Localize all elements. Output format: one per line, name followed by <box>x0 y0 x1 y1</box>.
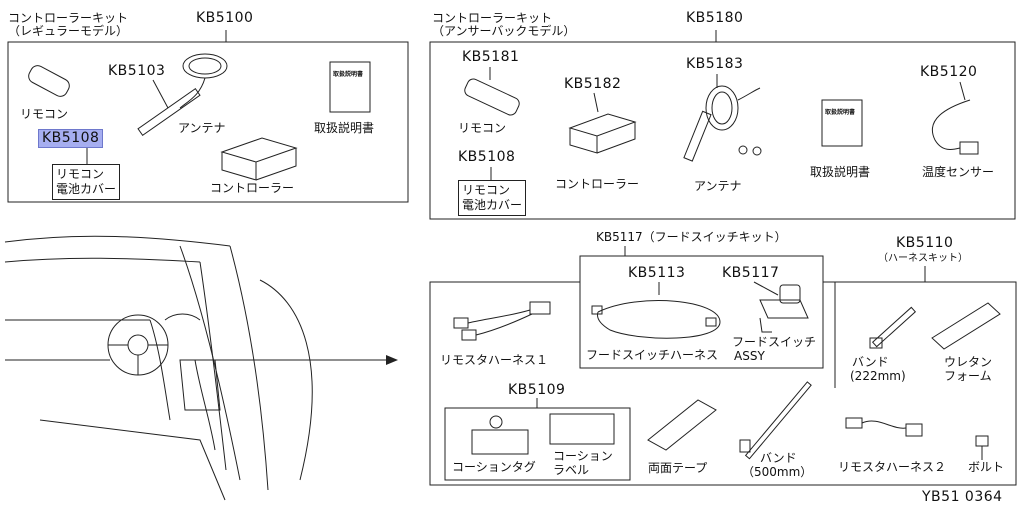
harness-kit-part-no: KB5110 <box>896 235 954 251</box>
label-band-500-2: （500mm） <box>742 465 813 479</box>
answerback-kit-part-no: KB5180 <box>686 10 744 26</box>
hood-harness-wire-icon <box>597 300 721 339</box>
regular-kit-title: コントローラーキット <box>8 11 129 25</box>
label-manual-a: 取扱説明書 <box>314 121 375 135</box>
temp-sensor-cable-icon <box>932 99 971 151</box>
label-rs-harness-1: リモスタハーネス１ <box>440 353 549 367</box>
pointer-arrow-head <box>386 355 398 365</box>
label-controller-a: コントローラー <box>210 181 295 195</box>
label-cover-a: リモコン 電池カバー <box>52 164 121 200</box>
controller-b-icon <box>568 113 637 137</box>
hood-switch-icon <box>779 284 801 304</box>
label-double-tape: 両面テープ <box>648 461 708 475</box>
regular-kit-part-no: KB5100 <box>196 10 254 26</box>
regular-kit-subtitle: （レギュラーモデル） <box>8 24 129 38</box>
harness-2-connector-icon <box>845 417 863 429</box>
part-no-kb5117: KB5117 <box>722 265 780 281</box>
remote-b-icon <box>464 78 520 116</box>
label-rs-harness-2: リモスタハーネス２ <box>838 460 947 474</box>
harness-kit-frame <box>429 281 1017 486</box>
label-antenna-a: アンテナ <box>178 121 226 135</box>
caution-label-icon <box>549 413 615 445</box>
car-interior-illustration <box>4 235 313 501</box>
harness-2-wire-icon <box>861 420 907 429</box>
label-bolt: ボルト <box>968 460 1005 474</box>
label-caution-tag: コーションタグ <box>452 460 536 474</box>
label-antenna-b: アンテナ <box>694 179 742 193</box>
label-remocon-a: リモコン <box>20 107 69 121</box>
label-hood-assy-2: ASSY <box>734 349 765 363</box>
label-hood-assy-1: フードスイッチ <box>732 335 817 349</box>
regular-kit-frame <box>7 41 409 203</box>
label-cover-b: リモコン 電池カバー <box>458 180 527 216</box>
caution-part-no: KB5109 <box>508 382 566 398</box>
label-urethane-1: ウレタン <box>944 355 993 369</box>
answerback-kit-frame <box>429 41 1016 220</box>
hood-switch-kit-frame <box>579 255 824 369</box>
part-no-kb5108: KB5108 <box>458 149 516 165</box>
part-no-kb5120: KB5120 <box>920 64 978 80</box>
part-no-kb5113: KB5113 <box>628 265 686 281</box>
manual-b-booklet-icon <box>821 99 863 147</box>
harness-1-connector-icon <box>529 301 551 315</box>
band-222-icon <box>871 306 917 348</box>
label-band-500-1: バンド <box>760 451 797 465</box>
hood-switch-kit-title: KB5117（フードスイッチキット） <box>596 230 787 244</box>
answerback-kit-subtitle: （アンサーバックモデル） <box>432 24 576 38</box>
harness-1-wire-icon <box>467 309 531 324</box>
caution-tag-icon <box>471 429 529 455</box>
part-no-kb5103: KB5103 <box>108 63 166 79</box>
clip-icon <box>738 145 748 155</box>
manual-booklet-icon <box>329 61 371 113</box>
controller-unit-icon <box>220 137 298 163</box>
double-tape-icon <box>647 399 717 451</box>
label-urethane-2: フォーム <box>944 369 992 383</box>
antenna-b-rod-icon <box>683 110 712 162</box>
label-hood-harness: フードスイッチハーネス <box>586 348 719 362</box>
label-band-222-1: バンド <box>852 355 889 369</box>
manual-booklet-caption: 取扱説明書 <box>333 71 364 78</box>
antenna-b-coil-icon <box>705 85 739 131</box>
remote-icon <box>28 65 70 97</box>
part-no-kb5183: KB5183 <box>686 56 744 72</box>
temp-sensor-connector-icon <box>959 141 979 155</box>
antenna-rod-icon <box>137 87 201 137</box>
part-no-kb5181: KB5181 <box>462 49 520 65</box>
harness-kit-subtitle: （ハーネスキット） <box>878 253 968 264</box>
label-caution-label-1: コーション <box>553 449 613 463</box>
diagram-code: YB51 0364 <box>922 489 1003 505</box>
label-temp-sensor: 温度センサー <box>922 165 995 179</box>
manual-b-booklet-caption: 取扱説明書 <box>825 109 856 116</box>
label-manual-b: 取扱説明書 <box>810 165 871 179</box>
part-no-kb5182: KB5182 <box>564 76 622 92</box>
label-remocon-b: リモコン <box>458 121 507 135</box>
answerback-kit-title: コントローラーキット <box>432 11 553 25</box>
bolt-icon <box>975 435 989 447</box>
band-500-icon <box>744 381 812 460</box>
label-caution-label-2: ラベル <box>553 463 590 477</box>
label-band-222-2: (222mm) <box>850 369 906 383</box>
part-no-kb5108-highlighted[interactable]: KB5108 <box>38 129 104 149</box>
label-controller-b: コントローラー <box>555 177 640 191</box>
urethane-foam-icon <box>931 302 1001 350</box>
